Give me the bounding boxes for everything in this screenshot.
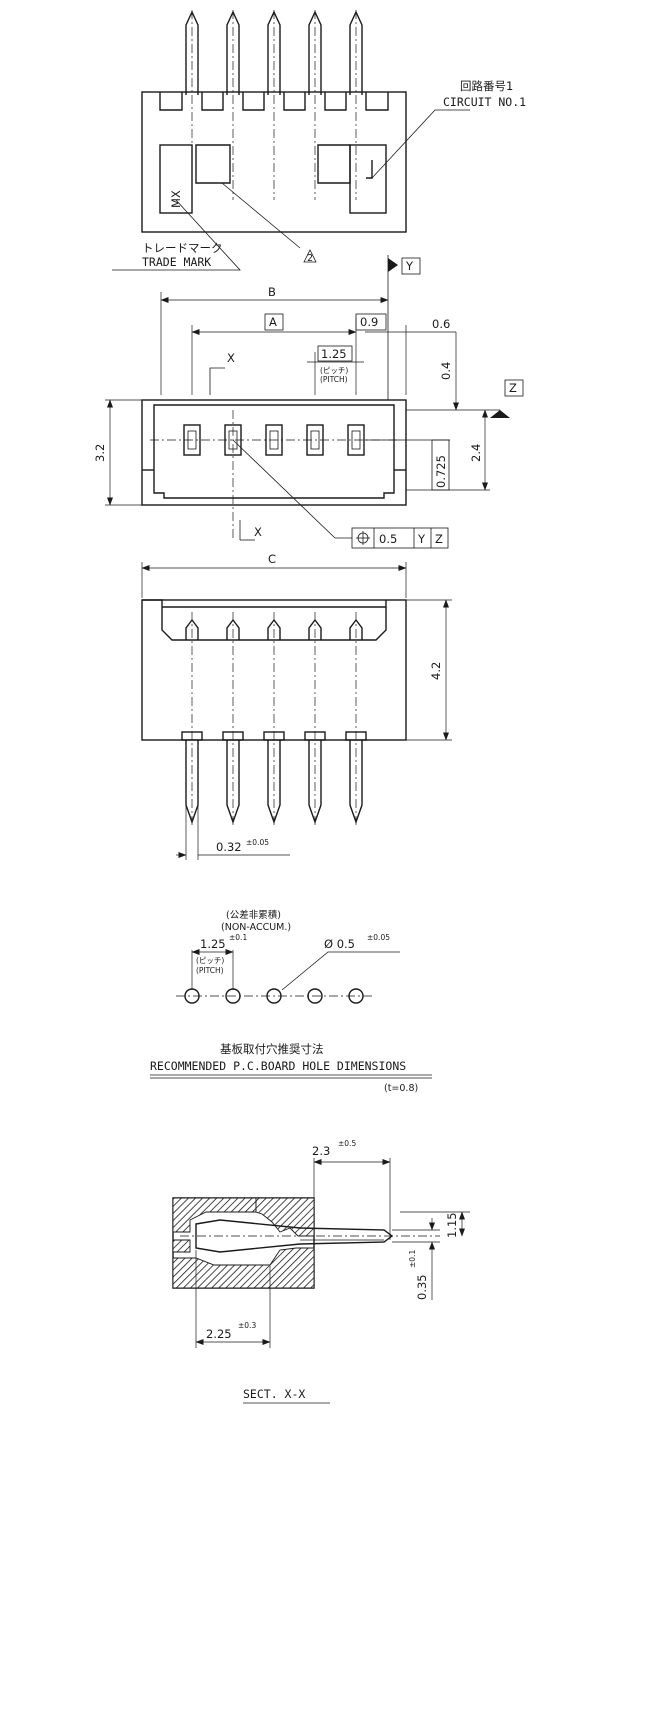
trademark-leader (112, 199, 241, 271)
pcb-pitch-en: (PITCH) (196, 966, 224, 975)
side-view: C 4.2 (141, 552, 452, 860)
section-contact (195, 1219, 394, 1253)
hole-dia: Ø 0.5 (324, 937, 355, 951)
tol-value: 0.5 (379, 532, 397, 546)
section-x-top: X (227, 351, 235, 365)
pcb-pitch-tol: ±0.1 (229, 933, 247, 942)
dim-2-3-tol: ±0.5 (338, 1139, 356, 1148)
hole-leader (281, 951, 400, 991)
pitch-jp: (ピッチ) (320, 366, 348, 375)
circuit-marker-box (349, 144, 387, 214)
dim-2-25-tol: ±0.3 (238, 1321, 256, 1330)
tol-ref-z: Z (435, 532, 443, 546)
dim-0-4: 0.4 (439, 362, 453, 380)
section-title: SECT. X-X (243, 1387, 305, 1401)
datum-z-triangle-icon (490, 410, 510, 418)
pitch-en: (PITCH) (320, 375, 348, 384)
circuit-arrow-icon (366, 160, 373, 179)
dim-0-35-tol: ±0.1 (408, 1250, 417, 1268)
pcb-title-jp: 基板取付穴推奨寸法 (220, 1042, 324, 1056)
dim-a: A (269, 315, 277, 329)
pcb-hole (184, 988, 200, 1004)
trademark-box (159, 144, 193, 214)
pcb-hole (348, 988, 364, 1004)
hole-tol: ±0.05 (367, 933, 390, 942)
dim-c: C (268, 552, 276, 566)
dim-2-3: 2.3 (312, 1144, 330, 1158)
non-accum-jp: (公差非累積) (226, 909, 281, 921)
latch-left (195, 144, 231, 184)
front-housing (141, 399, 407, 506)
front-inner-wall (153, 404, 395, 499)
top-view: MX 回路番号1 CIRCUIT NO.1 トレードマーク TRADE MARK… (112, 10, 526, 271)
dim-0-32: 0.32 (216, 840, 242, 854)
datum-z: Z (509, 381, 517, 395)
trademark-label-en: TRADE MARK (142, 255, 211, 269)
dim-0-32-tol: ±0.05 (246, 838, 269, 847)
dim-1-25: 1.25 (321, 347, 347, 361)
pcb-pitch: 1.25 (200, 937, 226, 951)
front-contacts (150, 410, 400, 540)
section-view: 2.3 ±0.5 1.15 0.35 ±0.1 2.25 ±0.3 SECT. … (172, 1139, 470, 1404)
note-number: 2 (307, 253, 313, 264)
circuit-label-en: CIRCUIT NO.1 (443, 95, 526, 109)
dim-0-6: 0.6 (432, 317, 450, 331)
front-view: Y B A 0.9 0.6 1.25 (ピッチ) (PITCH) X X (93, 255, 524, 549)
dim-4-2: 4.2 (429, 662, 443, 680)
dim-0-9: 0.9 (360, 315, 378, 329)
dim-0-725: 0.725 (434, 455, 448, 488)
dim-b: B (268, 285, 276, 299)
pcb-hole (266, 988, 282, 1004)
datum-y: Y (405, 259, 414, 273)
position-tolerance-frame: 0.5 Y Z (351, 527, 449, 549)
latch-right (317, 144, 351, 184)
top-view-pins (159, 10, 389, 200)
pcb-hole (307, 988, 323, 1004)
side-view-pins (181, 612, 367, 826)
pcb-title-en: RECOMMENDED P.C.BOARD HOLE DIMENSIONS (150, 1059, 406, 1073)
dim-0-35: 0.35 (415, 1274, 429, 1300)
trademark-label-jp: トレードマーク (142, 241, 223, 255)
datum-y-flag-icon (388, 258, 398, 272)
dim-2-4: 2.4 (469, 444, 483, 462)
tol-ref-y: Y (417, 532, 426, 546)
non-accum-en: (NON-ACCUM.) (221, 922, 291, 933)
dim-1-15: 1.15 (445, 1212, 459, 1238)
dim-3-2: 3.2 (93, 444, 107, 462)
note-leader (221, 182, 301, 249)
pcb-layout: (公差非累積) (NON-ACCUM.) 1.25 ±0.1 (ピッチ) (PI… (150, 909, 432, 1094)
circuit-label-jp: 回路番号1 (460, 79, 513, 93)
pcb-pitch-jp: (ピッチ) (196, 956, 224, 965)
note-triangle-icon (303, 249, 317, 263)
pcb-thickness: (t=0.8) (384, 1083, 418, 1094)
circuit-leader (371, 109, 470, 179)
dim-2-25: 2.25 (206, 1327, 232, 1341)
pcb-hole (225, 988, 241, 1004)
section-x-bottom: X (254, 525, 262, 539)
